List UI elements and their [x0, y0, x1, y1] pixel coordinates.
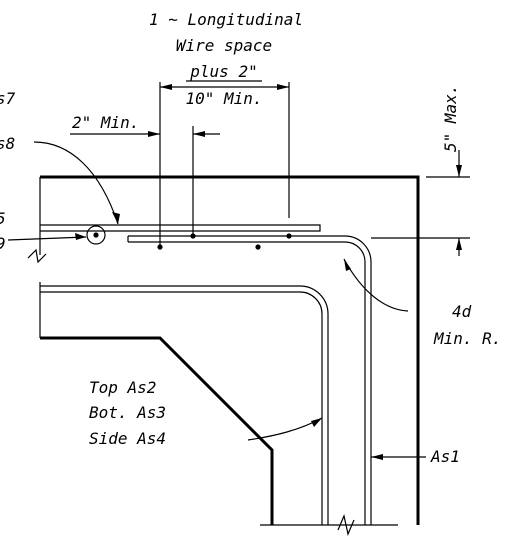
- circled-bar-dot: [93, 232, 99, 238]
- longitudinal-wire-dot: [255, 244, 261, 250]
- arrowhead: [277, 84, 289, 90]
- bar9-label: 9: [0, 234, 6, 253]
- left-break-mark: [27, 248, 47, 264]
- bend-radius-label-line2: Min. R.: [433, 329, 501, 348]
- circled-bar-leader: [7, 236, 87, 241]
- longitudinal-wire-dot: [286, 233, 292, 239]
- bar-as4-outer-line: [40, 285, 329, 525]
- arrowhead: [344, 259, 351, 271]
- arrowhead: [371, 454, 383, 460]
- wire-space-label-line4: 10" Min.: [185, 89, 262, 108]
- bend-radius-label-line1: 4d: [452, 302, 472, 321]
- bot-as3-label: Bot. As3: [89, 403, 166, 422]
- arrowhead: [160, 84, 172, 90]
- wire-space-dimension: [159, 82, 290, 247]
- inner-concrete-edge: [40, 336, 274, 525]
- arrowhead: [75, 233, 86, 240]
- arrowhead: [193, 131, 205, 137]
- two-inch-min-label: 2" Min.: [72, 113, 139, 132]
- arrowhead: [311, 418, 322, 427]
- bend-radius-leader: [343, 258, 409, 312]
- bar-as1-outer-line: [128, 235, 372, 525]
- outer-concrete-edge: [40, 175, 420, 525]
- as7-label: s7: [0, 89, 16, 108]
- arrowhead: [456, 238, 462, 250]
- five-inch-max-label: 5" Max.: [441, 85, 460, 152]
- wire-space-label-line1: 1 ~ Longitudinal: [149, 10, 303, 29]
- wire-space-label-line3: plus 2": [189, 62, 257, 81]
- circled-bar: [86, 225, 106, 245]
- bottom-break-mark: [337, 514, 355, 536]
- as8-label: s8: [0, 134, 15, 153]
- as1-label: As1: [430, 447, 460, 466]
- arrowhead: [456, 165, 462, 177]
- bar-as4-inner-line: [40, 291, 323, 525]
- as7-leader: [33, 141, 119, 225]
- two-inch-min-dimension: [70, 126, 220, 236]
- top-as2-label: Top As2: [89, 378, 156, 397]
- bar-as7-top-line: [40, 224, 321, 232]
- arrowhead: [112, 212, 120, 224]
- side-as4-label: Side As4: [89, 429, 166, 448]
- bar-as1-inner-line: [128, 241, 366, 525]
- arrowhead: [148, 131, 160, 137]
- wire-space-label-line2: Wire space: [176, 36, 272, 55]
- bar5-label: 5: [0, 209, 6, 228]
- five-inch-max-dimension: [371, 150, 470, 256]
